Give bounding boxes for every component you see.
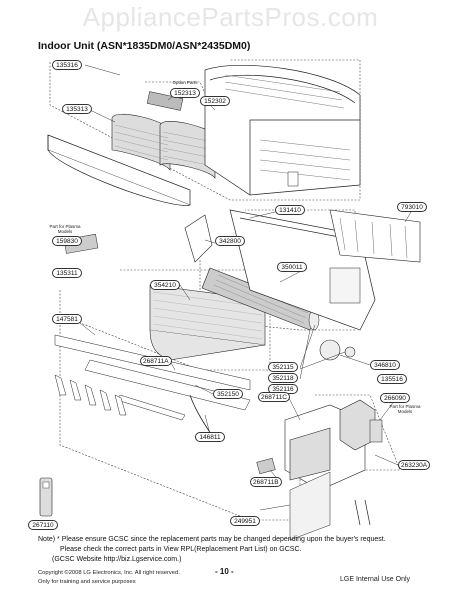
callout-135311: 135311 — [52, 268, 82, 278]
callout-135316: 135316 — [52, 60, 82, 70]
callout-135516: 135516 — [377, 374, 407, 384]
callout-152313: 152313 — [170, 88, 200, 98]
pcb-board — [289, 471, 331, 541]
control-box — [284, 399, 376, 491]
note-line-3: (GCSC Website http://biz.Lgservice.com.) — [52, 556, 182, 563]
motor-bracket — [184, 214, 213, 263]
callout-268711B: 268711B — [250, 477, 282, 487]
callout-342800: 342800 — [215, 236, 245, 246]
callout-352118: 352118 — [268, 373, 298, 383]
callout-352150: 352150 — [213, 389, 243, 399]
callout-159830: 159830 — [52, 236, 82, 246]
callout-268711C: 268711C — [258, 392, 290, 402]
callout-793010: 793010 — [397, 202, 427, 212]
callout-131410: 131410 — [275, 205, 305, 215]
callout-152302: 152302 — [200, 96, 230, 106]
air-filters — [111, 114, 216, 180]
callout-346810: 346810 — [370, 360, 400, 370]
callout-266090: 266090 — [380, 393, 410, 403]
callout-146811: 146811 — [195, 432, 225, 442]
watermark: AppliancePartsPros.com — [82, 2, 379, 32]
callout-268711A: 268711A — [140, 356, 172, 366]
plasma-part-label-right: Part for Plasma Models — [389, 404, 421, 414]
callout-147581: 147581 — [52, 314, 82, 324]
option-parts-label: Option Parts — [172, 80, 198, 85]
callout-249951: 249951 — [230, 516, 260, 526]
note-line-2: Please check the correct parts in View R… — [60, 546, 302, 553]
callout-352115: 352115 — [268, 362, 298, 372]
copyright-text: Copyright ©2008 LG Electronics, Inc. All… — [38, 570, 180, 576]
training-text: Only for training and service purposes — [38, 579, 136, 585]
callout-135313: 135313 — [62, 104, 92, 114]
front-panel — [47, 134, 191, 206]
fan-motor — [319, 339, 356, 361]
internal-use-text: LGE Internal Use Only — [340, 576, 411, 583]
plasma-part-label-left: Part for Plasma Models — [49, 224, 81, 234]
callout-350011: 350011 — [277, 262, 307, 272]
installation-plate — [329, 209, 421, 263]
page-title: Indoor Unit (ASN*1835DM0/ASN*2435DM0) — [38, 40, 251, 52]
callout-354210: 354210 — [150, 280, 180, 290]
page-number: - 10 - — [215, 567, 234, 576]
main-chassis — [204, 65, 361, 196]
callout-263230A: 263230A — [398, 460, 431, 470]
note-line-1: Note) * Please ensure GCSC since the rep… — [38, 536, 386, 543]
callout-267110: 267110 — [28, 520, 58, 530]
